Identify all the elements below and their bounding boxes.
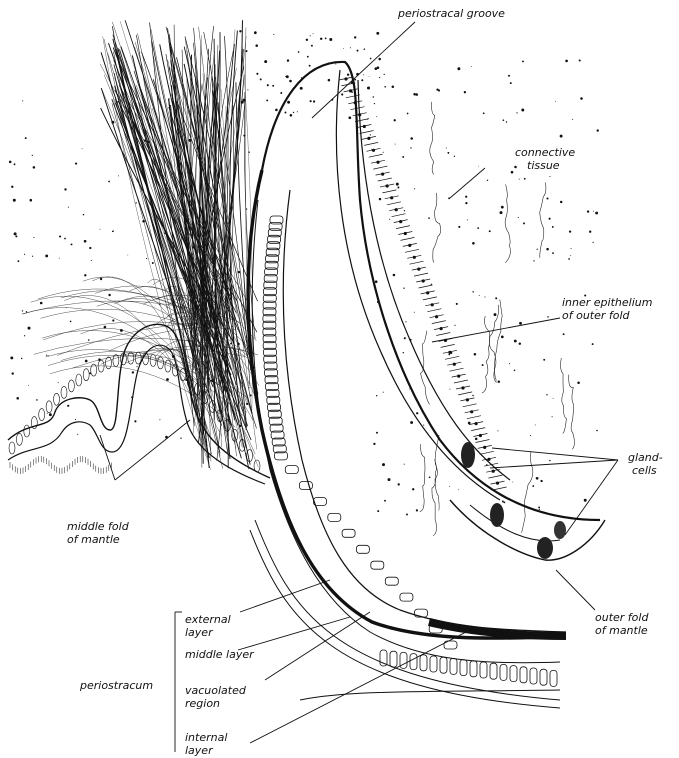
label-vacuolated-region-2: region [185, 697, 220, 710]
label-outer-fold-1: outer fold [595, 611, 649, 624]
outer-fold [262, 62, 605, 560]
label-middle-fold-1: middle fold [67, 520, 130, 533]
label-external-layer-1: external [185, 613, 231, 626]
label-internal-layer-1: internal [185, 731, 227, 744]
label-periostracal-groove: periostracal groove [397, 7, 505, 20]
label-external-layer-2: layer [185, 626, 214, 639]
label-outer-fold-2: of mantle [595, 624, 648, 637]
label-periostracum: periostracum [79, 679, 153, 692]
label-gland-cells-1: gland- [628, 451, 663, 464]
label-internal-layer-2: layer [185, 744, 214, 757]
label-middle-fold-2: of mantle [67, 533, 120, 546]
connective-tissue-stipple [9, 30, 599, 515]
label-middle-layer: middle layer [185, 648, 255, 661]
label-inner-epithelium-1: inner epithelium [562, 296, 652, 309]
vacuolated-region-cells [263, 216, 557, 686]
label-gland-cells-2: cells [632, 464, 657, 477]
label-connective-tissue-1: connective [515, 146, 575, 159]
muscle-fibre-bundle [22, 20, 259, 470]
label-vacuolated-region-1: vacuolated [185, 684, 247, 697]
leader-lines [100, 22, 618, 752]
periostracum-band [248, 170, 566, 708]
label-inner-epithelium-2: of outer fold [562, 309, 631, 322]
label-connective-tissue-2: tissue [527, 159, 560, 172]
middle-fold-cilia [10, 456, 111, 474]
